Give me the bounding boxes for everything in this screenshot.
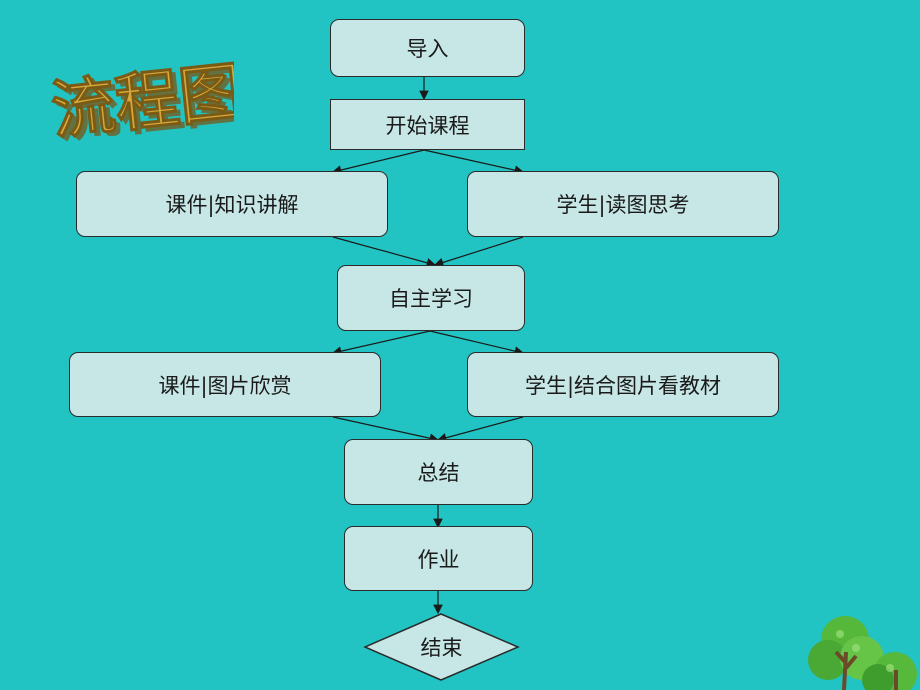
arrow-selfstudy-to-courseware2 [331, 330, 431, 356]
node-student-2-label: 学生|结合图片看教材 [524, 373, 722, 398]
tree-icon [808, 616, 917, 690]
arrow-courseware2-to-summary [332, 416, 440, 443]
node-homework-label: 作业 [417, 547, 460, 572]
node-summary-label: 总结 [417, 461, 460, 485]
title-wordart: 流程图 流程图 [47, 54, 234, 150]
node-start-course: 开始课程 [330, 99, 525, 150]
node-courseware-2: 课件|图片欣赏 [69, 352, 381, 417]
node-summary: 总结 [344, 439, 533, 505]
node-self-study: 自主学习 [337, 265, 525, 331]
node-courseware-1: 课件|知识讲解 [76, 171, 388, 237]
arrow-student2-to-summary [436, 416, 524, 443]
node-courseware-1-label: 课件|知识讲解 [165, 193, 299, 217]
node-self-study-label: 自主学习 [389, 287, 473, 311]
arrow-start-to-courseware1 [331, 149, 425, 175]
arrow-courseware1-to-selfstudy [332, 236, 437, 268]
node-intro-label: 导入 [406, 37, 449, 61]
node-student-1-label: 学生|读图思考 [556, 193, 690, 217]
node-student-2: 学生|结合图片看教材 [467, 352, 779, 417]
node-start-course-label: 开始课程 [385, 113, 470, 138]
end-diamond-shape [363, 613, 520, 681]
node-courseware-2-label: 课件|图片欣赏 [158, 373, 292, 398]
node-homework: 作业 [344, 526, 533, 591]
node-intro: 导入 [330, 19, 525, 77]
node-student-1: 学生|读图思考 [467, 171, 779, 237]
node-end: 结束 [365, 614, 518, 680]
arrow-start-to-student1 [423, 149, 525, 175]
arrow-student1-to-selfstudy [433, 236, 524, 268]
node-end-label: 结束 [420, 636, 463, 660]
arrow-selfstudy-to-student2 [429, 330, 525, 356]
